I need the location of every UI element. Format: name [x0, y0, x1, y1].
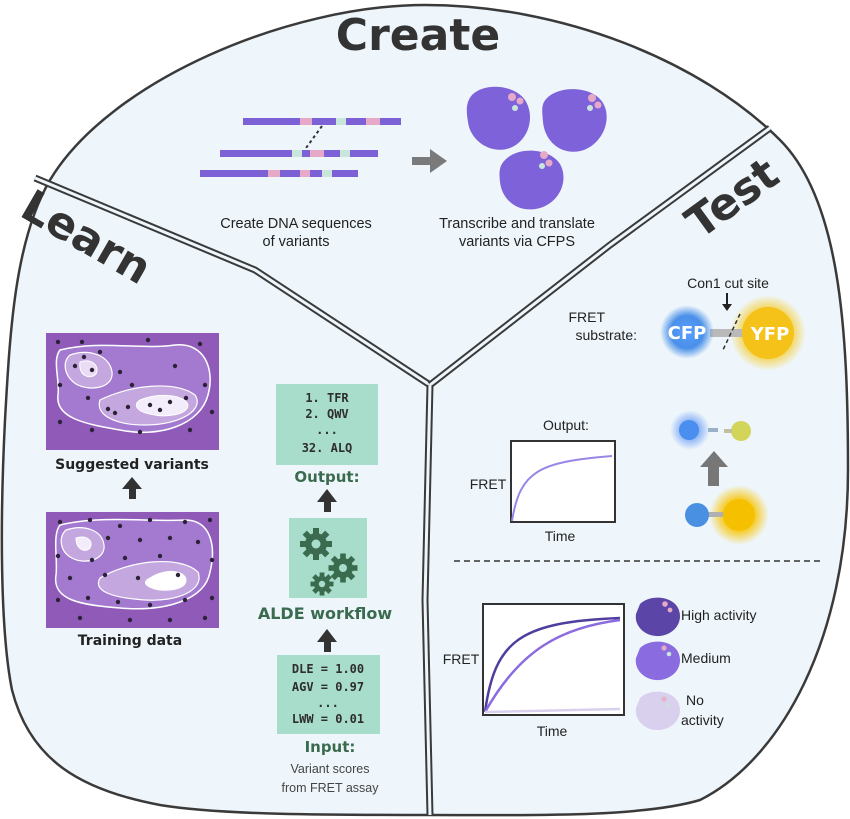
cleaved-cfp [679, 420, 699, 440]
suggested-variants-map [46, 333, 219, 450]
suggested-map-dots [55, 337, 215, 435]
fret-substrate-label-1: FRET [568, 309, 605, 325]
training-data-label: Training data [78, 633, 182, 649]
input-item-4: LWW = 0.01 [292, 712, 364, 726]
legend-none-swatch [635, 691, 680, 731]
dna-sequences-icon [200, 118, 401, 177]
suggested-variants-label: Suggested variants [55, 457, 209, 473]
training-map-dots [55, 517, 215, 623]
input-caption-line-2: from FRET assay [281, 781, 379, 795]
test-up-arrow-icon [700, 451, 728, 486]
fret-plot-1 [510, 440, 616, 523]
dna-caption-line-2: of variants [263, 234, 330, 250]
input-up-arrow-icon [317, 629, 337, 652]
cut-site-arrow-icon [722, 293, 732, 311]
cut-site-label: Con1 cut site [687, 275, 769, 291]
plot1-y-label: FRET [470, 476, 507, 492]
output-item-4: 32. ALQ [302, 441, 353, 455]
legend-high-label: High activity [681, 607, 756, 623]
output-list-box [276, 384, 378, 465]
divider-create-learn-inner [34, 176, 431, 387]
output-up-arrow-icon [317, 489, 337, 512]
fret-substrate-label-2: substrate: [576, 327, 637, 343]
create-heading: Create [336, 10, 500, 61]
input-item-3: ... [317, 696, 339, 710]
linker-bar [710, 329, 746, 337]
create-arrow-icon [412, 149, 447, 173]
intact-cfp [685, 503, 709, 527]
divider-create-test-inner [429, 126, 771, 387]
protein-variants-icon [466, 86, 607, 210]
legend-high-swatch [635, 597, 680, 637]
cfps-caption-line-1: Transcribe and translate [439, 216, 595, 232]
divider-learn-test-inner [423, 384, 432, 816]
output-item-1: 1. TFR [305, 391, 349, 405]
cleaved-yfp [731, 421, 751, 441]
legend-medium-label: Medium [681, 650, 731, 666]
gears-icon [300, 528, 358, 596]
learn-up-arrow-icon [122, 477, 142, 499]
training-data-map [46, 512, 219, 628]
legend-none-label-2: activity [681, 712, 724, 728]
output-item-2: 2. QWV [305, 407, 348, 421]
cfp-label: CFP [668, 323, 707, 344]
output-item-3: ... [316, 423, 338, 437]
cleaved-linker [708, 428, 718, 432]
plot1-x-label: Time [545, 528, 576, 544]
intact-linker [706, 512, 728, 517]
test-output-label: Output: [543, 417, 589, 433]
yfp-circle [742, 307, 794, 359]
cut-line [721, 313, 741, 353]
intact-yfp [723, 499, 755, 531]
yfp-label: YFP [750, 324, 790, 345]
cleaved-linker-2 [724, 429, 732, 433]
output-label: Output: [294, 468, 359, 486]
input-list-box [277, 655, 380, 734]
input-caption-line-1: Variant scores [291, 762, 370, 776]
alde-workflow-label: ALDE workflow [258, 604, 393, 623]
cfp-circle [660, 305, 714, 359]
dna-caption-line-1: Create DNA sequences [220, 216, 372, 232]
input-item-1: DLE = 1.00 [292, 662, 364, 676]
input-item-2: AGV = 0.97 [292, 680, 364, 694]
input-label: Input: [305, 738, 356, 756]
cfps-caption-line-2: variants via CFPS [459, 234, 575, 250]
plot2-x-label: Time [537, 723, 568, 739]
legend-medium-swatch [635, 641, 680, 681]
fret-plot-2 [482, 603, 625, 716]
legend-none-label-1: No [686, 692, 704, 708]
plot2-y-label: FRET [443, 651, 480, 667]
